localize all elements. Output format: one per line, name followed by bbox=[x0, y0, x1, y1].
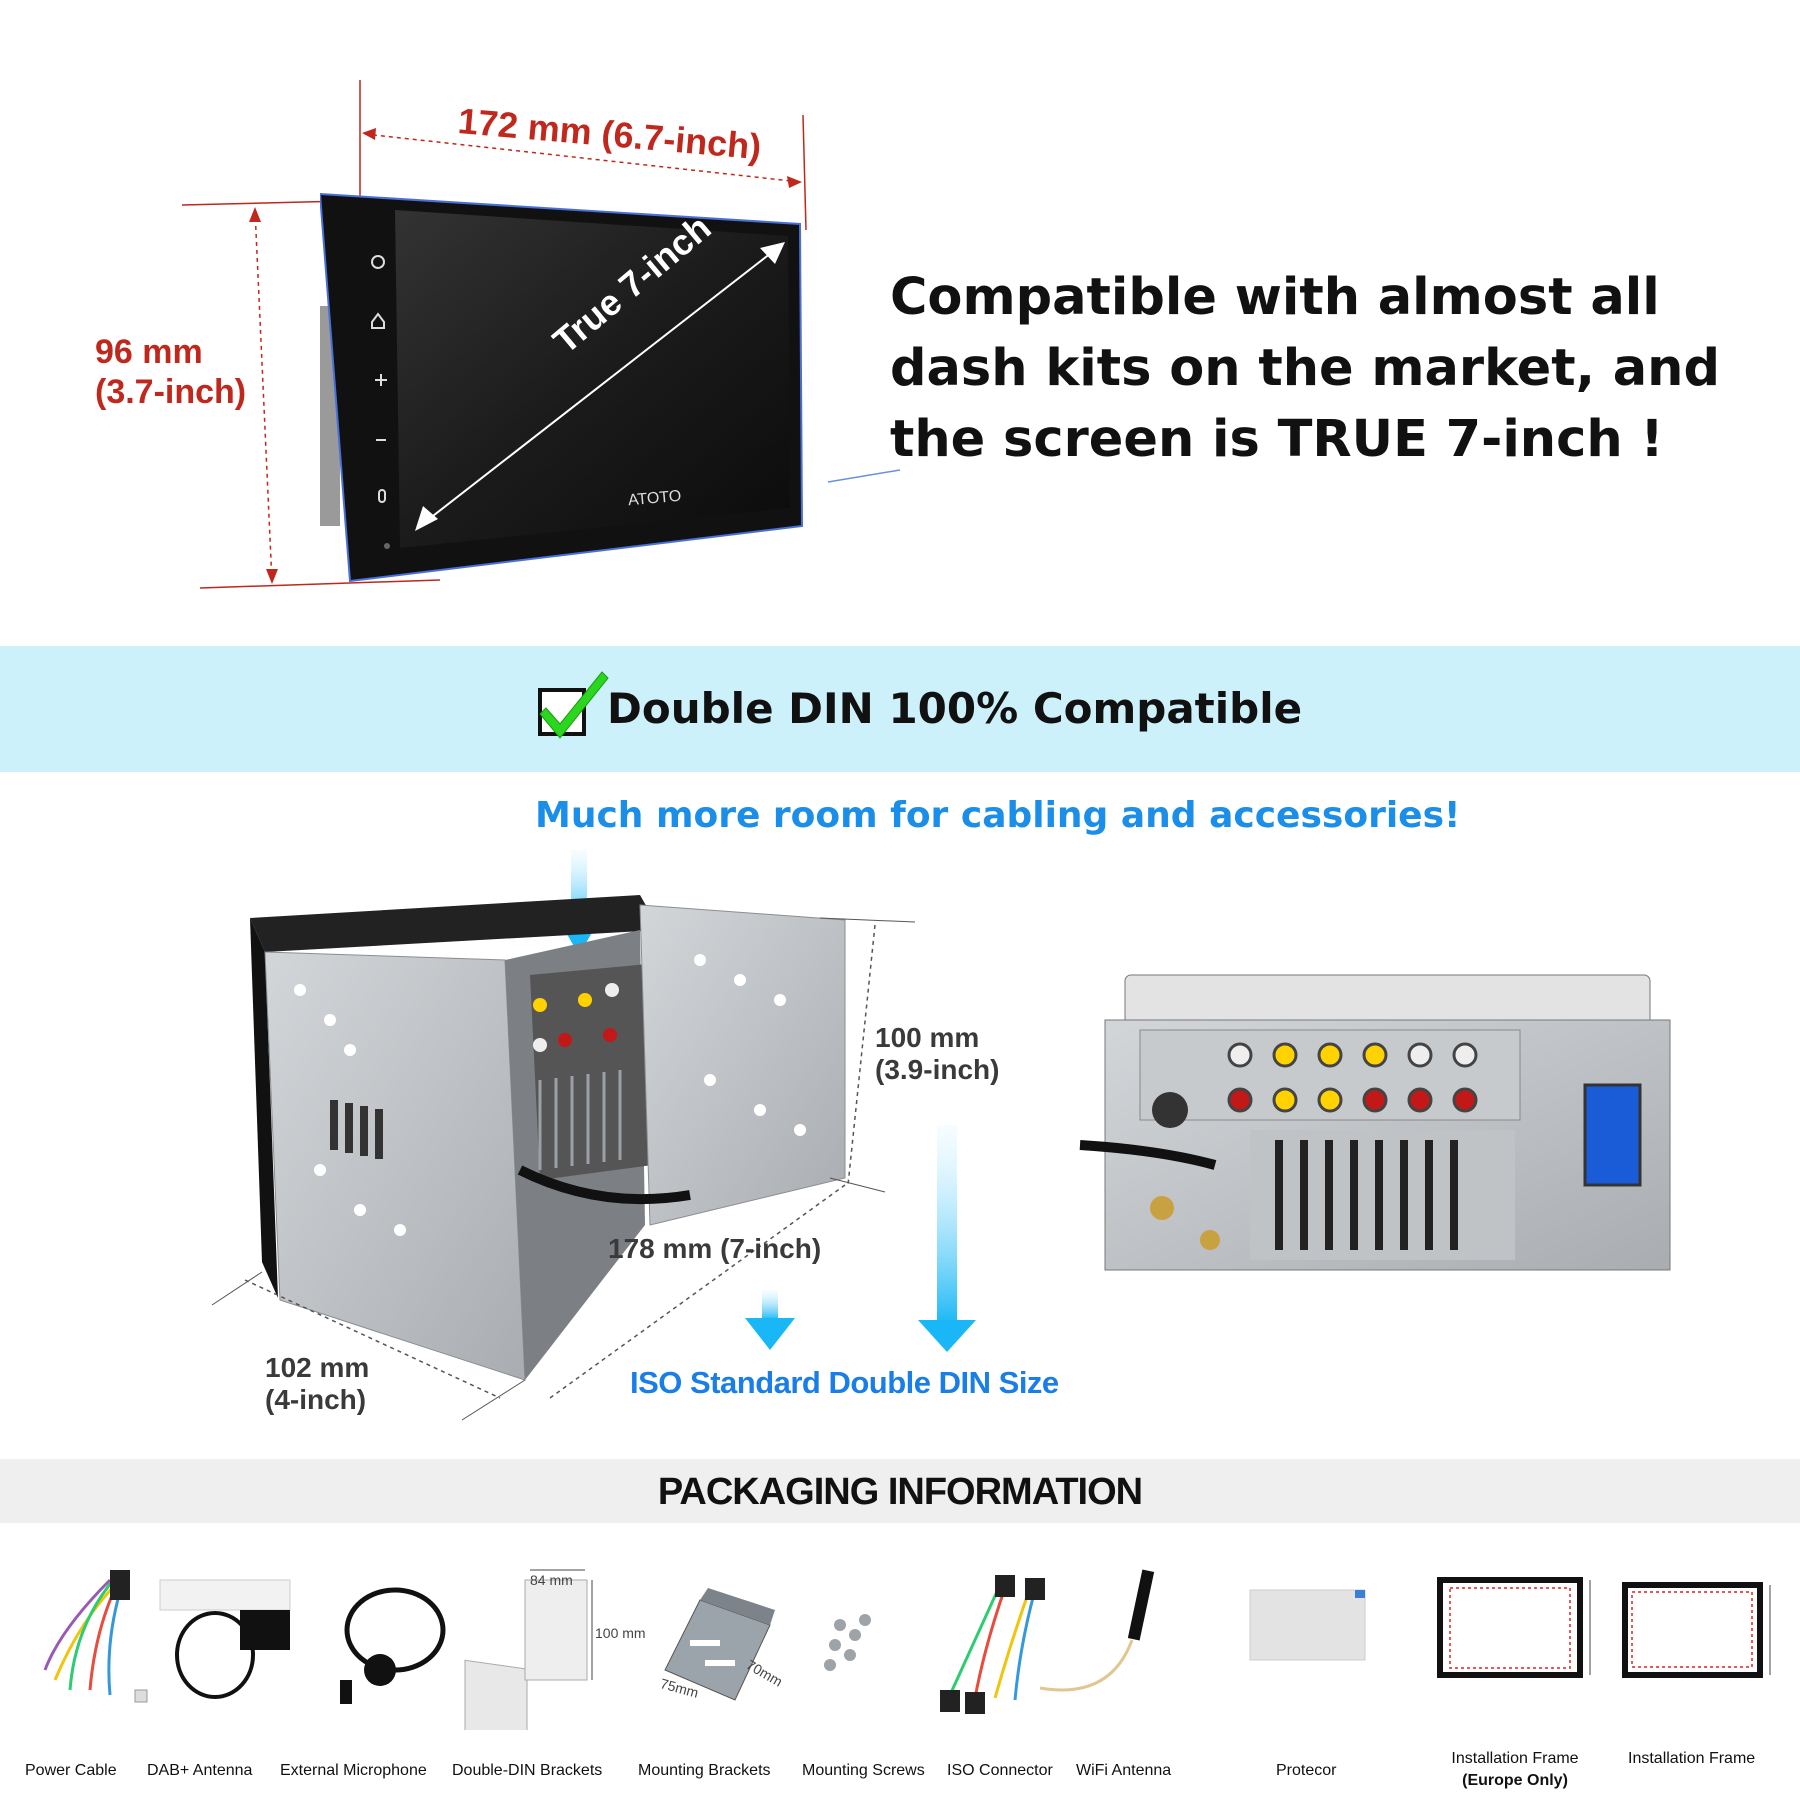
compatibility-headline: Compatible with almost all dash kits on … bbox=[890, 268, 1720, 469]
pack-label-iso-connector: ISO Connector bbox=[947, 1762, 1053, 1779]
bracket-width-label: 102 mm (4-inch) bbox=[265, 1352, 369, 1416]
check-icon bbox=[538, 671, 609, 739]
height-dimension-label: 96 mm (3.7-inch) bbox=[95, 332, 246, 412]
bracket-height-line2: (3.9-inch) bbox=[875, 1054, 1000, 1085]
installation-frame-icon bbox=[1622, 1582, 1771, 1678]
bracket-width-line1: 102 mm bbox=[265, 1352, 370, 1383]
bracket-height-dim: 100 mm bbox=[595, 1625, 646, 1641]
microphone-icon bbox=[340, 1587, 446, 1704]
packaging-title: PACKAGING INFORMATION bbox=[657, 1471, 1143, 1513]
bracket-depth-label: 178 mm (7-inch) bbox=[608, 1233, 822, 1264]
pack-label-external-microphone: External Microphone bbox=[280, 1762, 427, 1779]
mounting-screws-icon bbox=[824, 1614, 871, 1671]
height-dimension-line1: 96 mm bbox=[95, 333, 203, 371]
pack-label-installation-frame-eu: Installation Frame (Europe Only) bbox=[1448, 1750, 1582, 1790]
power-cable-icon bbox=[43, 1570, 130, 1696]
double-din-brackets-icon bbox=[464, 1569, 593, 1730]
packaging-header: PACKAGING INFORMATION bbox=[0, 1459, 1800, 1523]
room-headline: Much more room for cabling and accessori… bbox=[535, 795, 1461, 836]
pack-label-installation-frame-eu-line2: (Europe Only) bbox=[1462, 1772, 1568, 1789]
dab-antenna-icon bbox=[134, 1579, 291, 1703]
pack-label-installation-frame: Installation Frame bbox=[1628, 1750, 1756, 1767]
pack-label-power-cable: Power Cable bbox=[25, 1762, 117, 1779]
protector-icon bbox=[1249, 1589, 1366, 1661]
head-unit-drawing bbox=[310, 192, 804, 583]
dimension-lines bbox=[181, 80, 901, 589]
wifi-antenna-icon bbox=[1039, 1569, 1155, 1692]
head-unit-image bbox=[310, 186, 820, 586]
pack-label-mounting-screws: Mounting Screws bbox=[802, 1762, 925, 1779]
iso-connector-icon bbox=[940, 1575, 1045, 1714]
packaging-icons bbox=[43, 1569, 1771, 1730]
pack-label-mounting-brackets: Mounting Brackets bbox=[638, 1762, 771, 1779]
mounting-bracket-icon bbox=[664, 1588, 775, 1701]
height-dimension-line2: (3.7-inch) bbox=[95, 373, 247, 411]
double-din-band: Double DIN 100% Compatible bbox=[0, 646, 1800, 772]
hero-dimensions-section: 172 mm (6.7-inch) 96 mm (3.7-inch) bbox=[0, 0, 1800, 645]
installation-frame-eu-icon bbox=[1437, 1577, 1591, 1678]
packaging-items: 84 mm 100 mm 75mm 70mm Power Cable DAB+ … bbox=[0, 1530, 1800, 1800]
pack-label-double-din-brackets: Double-DIN Brackets bbox=[452, 1762, 603, 1779]
band-title: Double DIN 100% Compatible bbox=[607, 684, 1303, 733]
pack-label-installation-frame-eu-line1: Installation Frame bbox=[1451, 1750, 1579, 1767]
bracket-width-dim: 84 mm bbox=[530, 1572, 573, 1588]
bracket-height-label: 100 mm (3.9-inch) bbox=[875, 1022, 999, 1086]
pack-label-wifi-antenna: WiFi Antenna bbox=[1076, 1762, 1172, 1779]
pack-label-dab-antenna: DAB+ Antenna bbox=[147, 1762, 253, 1779]
iso-standard-label: ISO Standard Double DIN Size bbox=[630, 1365, 1059, 1400]
pack-label-protector: Protecor bbox=[1276, 1762, 1337, 1779]
bracket-height-line1: 100 mm bbox=[875, 1022, 980, 1053]
bracket-width-line2: (4-inch) bbox=[265, 1384, 367, 1415]
bracket-illustration bbox=[211, 850, 1671, 1421]
